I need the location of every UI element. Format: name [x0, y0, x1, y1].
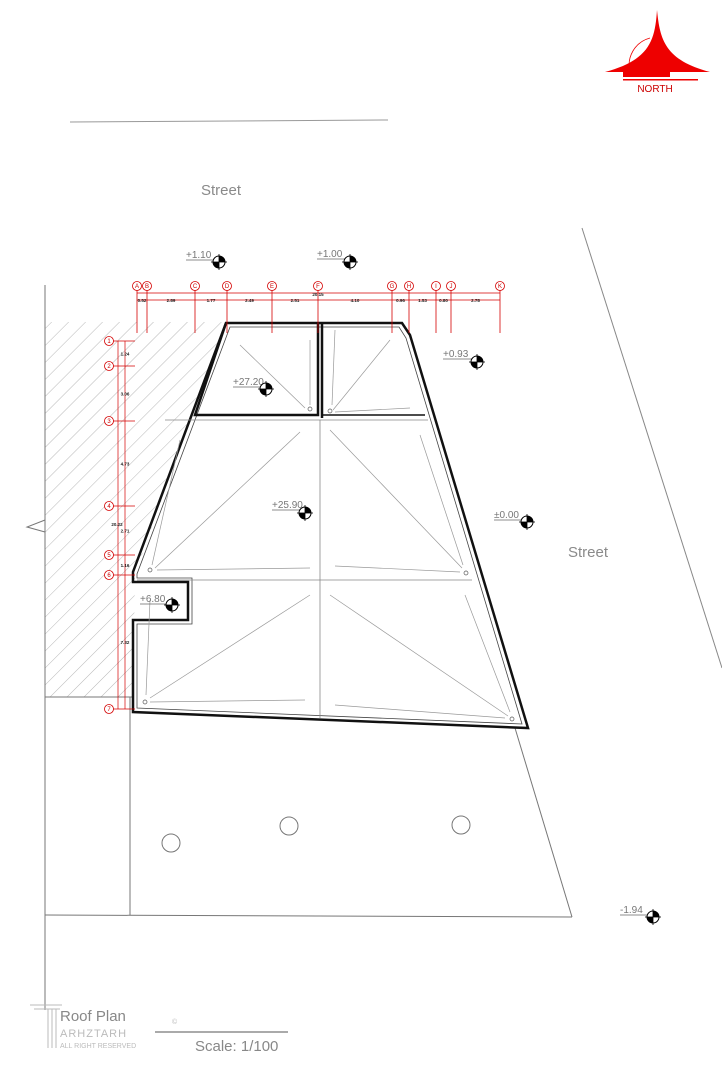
grid-row-label: 1 — [107, 339, 111, 345]
watermark-brand: ARHZTARH — [60, 1028, 127, 1040]
watermark-logo — [30, 1004, 62, 1048]
roof-outline — [131, 321, 530, 730]
level-value: +0.93 — [443, 349, 469, 360]
level-marker: +6.80 — [140, 594, 180, 613]
dim-vertical: 4.73 — [121, 462, 130, 467]
dim-total-vertical: 20.22 — [111, 522, 123, 527]
dim-vertical: 2.71 — [121, 529, 130, 534]
grid-column-F: F — [313, 281, 323, 333]
grid-column-label: F — [316, 284, 320, 290]
level-value: +1.00 — [317, 249, 343, 260]
dim-horizontal: 2.51 — [291, 298, 300, 303]
grid-column-I: I — [431, 281, 441, 333]
grid-row-label: 2 — [107, 364, 111, 370]
dim-horizontal: 0.52 — [138, 298, 147, 303]
grid-row-2: 2 — [104, 361, 135, 371]
title-block: Roof Plan ARHZTARH © ALL RIGHT RESERVED … — [30, 1004, 288, 1055]
dim-horizontal: 2.49 — [245, 298, 254, 303]
grid-row-label: 4 — [107, 504, 111, 510]
grid-column-label: D — [225, 284, 230, 290]
level-marker: +25.90 — [272, 500, 313, 521]
grid-column-label: A — [135, 284, 139, 290]
grid-column-label: H — [407, 284, 411, 290]
level-value: +27.20 — [233, 377, 264, 388]
grid-column-G: G — [387, 281, 397, 333]
level-marker: ±0.00 — [494, 510, 535, 530]
grid-column-label: B — [145, 284, 149, 290]
watermark-rights: ALL RIGHT RESERVED — [60, 1043, 136, 1050]
dim-horizontal: 2.89 — [167, 298, 176, 303]
column-circle — [451, 815, 471, 835]
drainage-arrows — [145, 329, 511, 719]
grid-row-label: 5 — [107, 553, 111, 559]
grid-column-D: D — [222, 281, 232, 333]
level-marker: +1.10 — [186, 250, 227, 270]
dim-horizontal: 4.10 — [351, 298, 360, 303]
level-value: +25.90 — [272, 500, 303, 511]
dim-vertical: 7.32 — [121, 640, 130, 645]
dim-horizontal: 0.80 — [439, 298, 448, 303]
grid-column-H: H — [404, 281, 414, 333]
level-marker: +1.00 — [317, 249, 358, 270]
north-label: NORTH — [637, 84, 672, 95]
drain-points — [142, 406, 515, 722]
column-circle — [279, 816, 299, 836]
level-value: +1.10 — [186, 250, 212, 261]
grid-column-E: E — [267, 281, 277, 333]
street-edge-top — [69, 119, 389, 123]
dim-horizontal: 1.53 — [418, 298, 427, 303]
grid-column-label: E — [270, 284, 274, 290]
grid-rows: 1 2 3 4 5 6 7 — [104, 336, 135, 714]
level-value: +6.80 — [140, 594, 166, 605]
watermark-copyright: © — [172, 1018, 178, 1026]
level-value: -1.94 — [620, 905, 643, 916]
street-label-top: Street — [201, 182, 242, 199]
grid-row-6: 6 — [104, 570, 135, 580]
dim-vertical: 1.16 — [121, 563, 130, 568]
dim-vertical: 3.06 — [121, 392, 130, 397]
site-boundary — [25, 285, 573, 1010]
grid-row-5: 5 — [104, 550, 135, 560]
grid-column-label: J — [450, 284, 453, 290]
neighbour-hatch — [45, 322, 225, 697]
grid-column-K: K — [495, 281, 505, 333]
grid-row-4: 4 — [104, 501, 135, 511]
level-marker: +0.93 — [443, 349, 485, 370]
column-circle — [161, 833, 181, 853]
grid-row-label: 7 — [107, 707, 111, 713]
drawing-scale: Scale: 1/100 — [195, 1038, 278, 1055]
grid-row-1: 1 — [104, 336, 135, 346]
level-marker: -1.94 — [620, 905, 661, 925]
grid-column-B: B — [142, 281, 152, 333]
grid-column-label: C — [193, 284, 198, 290]
grid-column-C: C — [190, 281, 200, 333]
level-marker: +27.20 — [233, 377, 274, 397]
dim-horizontal: 2.78 — [471, 298, 480, 303]
dim-total-horizontal: 20.15 — [312, 292, 324, 297]
drawing-title: Roof Plan — [60, 1008, 126, 1025]
grid-column-J: J — [446, 281, 456, 333]
dim-vertical: 1.24 — [121, 352, 130, 357]
grid-row-7: 7 — [104, 704, 135, 714]
street-label-right: Street — [568, 544, 609, 561]
grid-column-label: K — [498, 284, 502, 290]
dim-horizontal: 1.77 — [207, 298, 216, 303]
grid-column-label: G — [390, 284, 395, 290]
grid-row-3: 3 — [104, 416, 135, 426]
grid-column-A: A — [132, 281, 142, 333]
street-edge-right — [581, 227, 722, 669]
level-value: ±0.00 — [494, 510, 519, 521]
dim-horizontal: 0.96 — [396, 298, 405, 303]
grid-row-label: 6 — [107, 573, 111, 579]
grid-column-label: I — [435, 284, 437, 290]
grid-row-label: 3 — [107, 419, 111, 425]
north-arrow-logo: NORTH — [605, 10, 710, 95]
